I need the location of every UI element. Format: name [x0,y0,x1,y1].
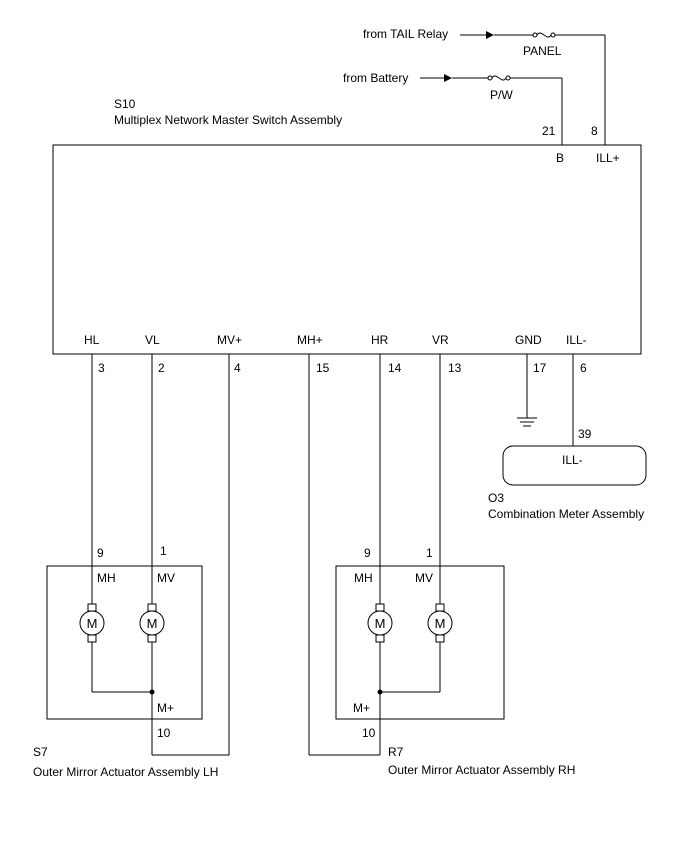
combination-meter-name: Combination Meter Assembly [488,507,644,521]
master-switch-name: Multiplex Network Master Switch Assembly [114,113,342,127]
combination-meter-assembly: 39 ILL- O3 Combination Meter Assembly [488,427,647,521]
arrow-icon [444,74,452,82]
pin-number: 1 [160,544,167,558]
pin-number: 4 [234,361,241,375]
pin-number: 15 [316,361,330,375]
mirror-lh-name: Outer Mirror Actuator Assembly LH [33,765,218,779]
pin-number: 17 [533,361,547,375]
ground-icon [517,417,537,427]
pin-label: VR [432,333,449,347]
svg-text:M: M [435,616,446,631]
mirror-actuator-lh: 9 1 MH MV M M M+ 10 S7 Outer Mirror Actu… [33,544,218,779]
fuse-panel-label: PANEL [523,44,562,58]
fuse-pw-label: P/W [490,88,513,102]
pin-number: 21 [542,124,556,138]
pin-number: 3 [98,361,105,375]
svg-text:M: M [87,616,98,631]
pin-label: VL [145,333,160,347]
mirror-lh-code: S7 [33,745,48,759]
motor-icon: M [139,603,165,643]
svg-text:M: M [147,616,158,631]
mirror-rh-code: R7 [388,745,404,759]
svg-text:M: M [375,616,386,631]
pin-label: HL [84,333,100,347]
mirror-rh-box [335,565,505,720]
pin-label: ILL+ [596,151,620,165]
battery-source: from Battery P/W [343,71,563,145]
mirror-actuator-rh: 9 1 MH MV M M M+ 10 R7 Outer Mirror Actu… [335,546,575,777]
combination-meter-code: O3 [488,491,504,505]
motor-icon: M [427,603,453,643]
master-switch-box [52,144,642,355]
pin-label: ILL- [566,333,587,347]
junction-dot [149,689,155,695]
pin-label: ILL- [562,453,583,467]
tail-relay-label: from TAIL Relay [363,27,448,41]
mirror-rh-name: Outer Mirror Actuator Assembly RH [388,763,575,777]
master-switch-assembly: S10 Multiplex Network Master Switch Asse… [52,97,642,375]
pin-number: 1 [426,546,433,560]
pin-label: MH [354,571,373,585]
pin-number: 39 [578,427,592,441]
pin-number: 14 [388,361,402,375]
pin-label: GND [515,333,542,347]
master-switch-code: S10 [114,97,136,111]
pin-number: 8 [591,124,598,138]
pin-label: M+ [353,701,370,715]
pin-label: MH [97,571,116,585]
pin-number: 9 [97,546,104,560]
combination-meter-box [502,445,647,486]
pin-label: HR [371,333,389,347]
motor-icon: M [367,603,393,643]
pin-label: MV+ [217,333,242,347]
pin-label: MV [415,571,433,585]
pin-label: MH+ [297,333,323,347]
pin-label: MV [157,571,175,585]
battery-label: from Battery [343,71,408,85]
junction-dot [377,689,383,695]
pin-number: 13 [448,361,462,375]
tail-relay-source: from TAIL Relay PANEL [363,27,606,145]
pin-number: 2 [158,361,165,375]
motor-icon: M [79,603,105,643]
fuse-pw [487,75,511,81]
pin-label: B [556,151,564,165]
arrow-icon [486,31,494,39]
pin-number: 6 [580,361,587,375]
pin-number: 10 [362,726,376,740]
pin-number: 9 [364,546,371,560]
pin-label: M+ [157,701,174,715]
pin-number: 10 [157,726,171,740]
mirror-lh-box [46,565,203,720]
fuse-panel [532,32,556,38]
